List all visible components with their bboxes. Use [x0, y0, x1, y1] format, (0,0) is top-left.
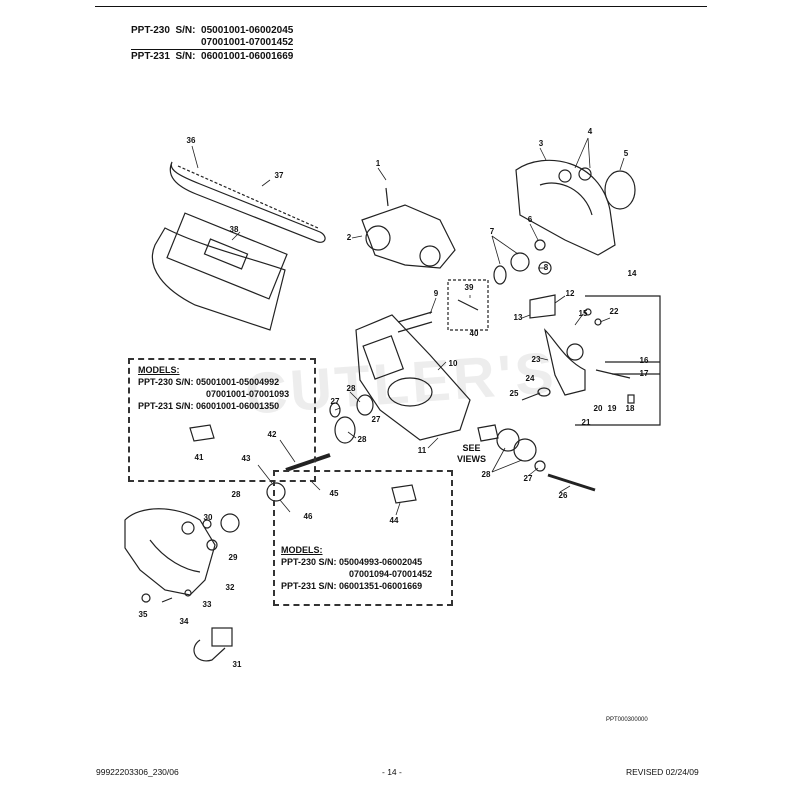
callout-28: 28 [482, 470, 491, 479]
callout-18: 18 [626, 404, 635, 413]
drawing-code: PPT000300000 [606, 717, 648, 723]
header-line-2: 07001001-07001452 [201, 37, 294, 48]
callout-45: 45 [330, 489, 339, 498]
fitting-part [521, 387, 551, 401]
screw-parts [141, 519, 218, 603]
detail-box-40-41 [447, 279, 489, 331]
see-views-line1: SEE [462, 443, 481, 453]
callout-32: 32 [226, 583, 235, 592]
gear-part-29 [356, 394, 374, 416]
gear-shaft-part [266, 453, 331, 502]
callout-28: 28 [232, 490, 241, 499]
guide-bar-part [169, 161, 326, 243]
models-box-1-text: MODELS: PPT-230 S/N: 05001001-05004992 0… [138, 364, 289, 412]
callout-5: 5 [624, 149, 629, 158]
callout-35: 35 [139, 610, 148, 619]
callout-43: 43 [242, 454, 251, 463]
callout-17: 17 [640, 369, 649, 378]
callout-41: 41 [195, 453, 204, 462]
models-box-1-line3: PPT-231 S/N: 06001001-06001350 [138, 401, 280, 411]
callout-1: 1 [376, 159, 381, 168]
callout-29: 29 [229, 553, 238, 562]
see-views-line2: VIEWS [457, 454, 487, 464]
callout-27: 27 [372, 415, 381, 424]
callout-42: 42 [268, 430, 277, 439]
callout-34: 34 [180, 617, 189, 626]
cord-plug-part [193, 627, 233, 662]
models-box-1-line1: PPT-230 S/N: 05001001-05004992 [138, 377, 280, 387]
callout-36: 36 [187, 136, 196, 145]
callout-44: 44 [390, 516, 399, 525]
header-rule [95, 6, 707, 7]
callout-21: 21 [582, 418, 591, 427]
chain-cover-part [515, 159, 616, 256]
callout-37: 37 [275, 171, 284, 180]
callout-16: 16 [640, 356, 649, 365]
callout-31: 31 [233, 660, 242, 669]
callout-27: 27 [331, 397, 340, 406]
callout-30: 30 [204, 513, 213, 522]
callout-20: 20 [594, 404, 603, 413]
pins-part [397, 311, 433, 333]
models-box-2-title: MODELS: [281, 545, 323, 555]
callout-28: 28 [347, 384, 356, 393]
callout-15: 15 [579, 309, 588, 318]
callout-39: 39 [465, 283, 474, 292]
callout-27: 27 [524, 474, 533, 483]
models-box-2-line1: PPT-230 S/N: 05004993-06002045 [281, 557, 423, 567]
models-box-2-text: MODELS: PPT-230 S/N: 05004993-06002045 0… [281, 544, 432, 592]
callout-26: 26 [559, 491, 568, 500]
see-views-label: SEE VIEWS [457, 443, 486, 465]
bracket-14 [575, 295, 661, 426]
callout-2: 2 [347, 233, 352, 242]
callout-9: 9 [434, 289, 439, 298]
callout-6: 6 [528, 215, 533, 224]
sprocket-part [493, 239, 552, 285]
callout-40: 40 [470, 329, 479, 338]
drive-shaft-part [547, 473, 596, 492]
gear-head-part [361, 187, 456, 269]
callout-11: 11 [418, 446, 427, 455]
footer-page-number: - 14 - [382, 767, 402, 777]
models-box-2-line2: 07001094-07001452 [349, 569, 433, 579]
models-box-1-line2: 07001001-07001093 [206, 389, 290, 399]
handle-part [124, 508, 216, 596]
callout-labels: 1234567891011121314151617181920212223242… [139, 127, 649, 669]
callout-12: 12 [566, 289, 575, 298]
callout-24: 24 [526, 374, 535, 383]
pinion-shaft-parts [189, 424, 499, 504]
scabbard-part [151, 212, 288, 331]
bearing-parts [220, 402, 546, 533]
models-box-1 [128, 358, 316, 482]
callout-22: 22 [610, 307, 619, 316]
callout-14: 14 [628, 269, 637, 278]
callout-7: 7 [490, 227, 495, 236]
callout-46: 46 [304, 512, 313, 521]
callout-10: 10 [449, 359, 458, 368]
callout-38: 38 [230, 225, 239, 234]
callout-3: 3 [539, 139, 544, 148]
callout-13: 13 [514, 313, 523, 322]
callout-25: 25 [510, 389, 519, 398]
callout-8: 8 [544, 263, 549, 272]
cover-disc-part [604, 170, 636, 210]
callout-33: 33 [203, 600, 212, 609]
models-box-2-line3: PPT-231 S/N: 06001351-06001669 [281, 581, 423, 591]
gear-housing-part [355, 314, 471, 441]
header-line-3: PPT-231 S/N: 06001001-06001669 [131, 49, 294, 62]
footer-right: REVISED 02/24/09 [626, 767, 699, 777]
callout-4: 4 [588, 127, 593, 136]
header-line-1: PPT-230 S/N: 05001001-06002045 [131, 25, 294, 36]
callout-23: 23 [532, 355, 541, 364]
models-box-1-title: MODELS: [138, 365, 180, 375]
callout-28: 28 [358, 435, 367, 444]
models-box-2 [273, 470, 453, 606]
footer-left: 99922203306_230/06 [96, 767, 179, 777]
callout-19: 19 [608, 404, 617, 413]
